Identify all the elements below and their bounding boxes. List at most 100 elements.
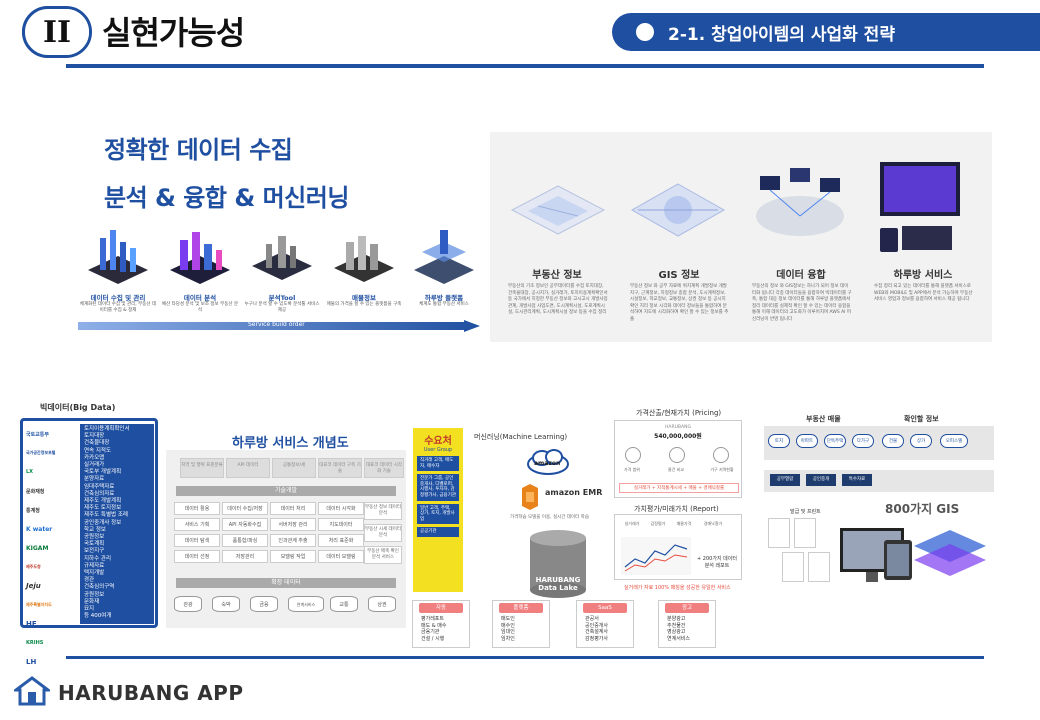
concept-cell: 지도데이터 <box>318 518 364 531</box>
report-text: + 200가지 데이터 분석 레포트 <box>697 556 737 569</box>
tag-item: 임대인 <box>501 629 515 635</box>
concept-column: 데이터 시각화 지도데이터 처리 표준화 데이터 모델링 <box>318 502 364 566</box>
tag-item: 매수인 <box>501 622 515 629</box>
data-lake-icon <box>530 530 586 598</box>
list-item: 임대주택자료 <box>84 483 115 490</box>
pricing-box: HARUBANG 540,000,000원 가격 범위 물건 비교 가구 지역현… <box>614 420 742 498</box>
card-title-fusion: 데이터 융합 <box>776 270 826 281</box>
property-type-pill: 다가구 <box>852 434 874 448</box>
tag-item: 건축설계사 <box>585 629 609 635</box>
gis-info-illustration <box>630 183 726 237</box>
property-type-pill: 아파트 <box>796 434 818 448</box>
icon-label: 가구 지역현황 <box>710 467 734 472</box>
tag-item: 영상광고 <box>667 629 686 635</box>
list-item: 국토계획 <box>84 541 105 548</box>
price-range-icon <box>625 447 641 463</box>
stage-2-desc: 예산 타당성 분석 및 보조 정보 부동산 분석 <box>161 302 239 313</box>
list-item: 공인중개사 정보 <box>84 519 122 526</box>
pricing-formula: 실거래가 + 지적통계시세 + 매물 + 경매낙찰률 <box>619 483 739 493</box>
list-item: 학교 정보 <box>84 526 106 533</box>
list-item: 카카오맵 <box>84 454 105 461</box>
list-item: 문화재 <box>84 598 100 605</box>
tag-item: 공인중개사 <box>585 622 609 629</box>
service-cards-panel: 부동산 정보 GIS 정보 데이터 융합 하루방 서비스 부동산의 기초 정보인… <box>490 132 992 342</box>
icon-label: 매물가격 <box>676 521 692 526</box>
concept-cell: 데이터 활용 <box>174 502 220 515</box>
data-fusion-illustration <box>756 168 844 236</box>
list-item: 공원정보 <box>84 591 105 598</box>
icon-label: 가격 범위 <box>624 467 640 472</box>
tag-item: 연계서비스 <box>667 635 691 642</box>
property-type-pill: 토지 <box>768 434 790 448</box>
logo-jeju: Jeju <box>26 582 41 590</box>
document-icon <box>808 552 830 582</box>
card-title-service: 하루방 서비스 <box>893 270 953 281</box>
concept-cell: 데이터 탐색 <box>174 534 220 547</box>
headline-analysis: 분석 & 융합 & 머신러닝 <box>104 184 349 212</box>
logo-krihs: KRIHS <box>26 640 44 646</box>
concept-top-box: 지역 및 행위 표준분류 <box>180 458 224 478</box>
db-cylinder: 금융 <box>250 596 278 612</box>
logo-lh: LH <box>26 658 37 666</box>
card-desc-fusion: 부동산의 정보 와 GIS정보는 하나가 되어 정보 데이터화 됩니다 각종 데… <box>752 284 852 322</box>
demand-subtitle: User Group <box>423 447 453 453</box>
list-item: 건축심의구역 <box>84 584 115 591</box>
stage-3-label: 분석Tool <box>268 294 296 302</box>
list-item: 실거래가 <box>84 462 105 469</box>
demand-block: 전문가 그룹, 공인중개사, 디벨로퍼, 시행사, 투자자, 감정평가사, 금융… <box>417 474 459 501</box>
stage-1-illustration <box>88 230 148 284</box>
concept-diagram: 지역 및 행위 표준분류 API 데이터 공통정보/세 대표코 데이터 구축 기… <box>166 450 406 628</box>
pipeline-arrow <box>78 320 480 332</box>
bigdata-source-list: 토지이용계획확인서 토지대장 건축물대장 연속 지적도 카카오맵 실거래가 국토… <box>80 424 154 624</box>
logo-jeju-gov: 제주도청 <box>26 564 41 569</box>
tag-item: 평가레포트 <box>421 616 445 622</box>
list-item: 건축심의자료 <box>84 490 115 497</box>
concept-side-box: 부동산 정보 데이터 분석 <box>364 502 402 520</box>
footer-brand: HARUBANG APP <box>58 681 244 705</box>
tag-head: SaaS <box>583 603 627 613</box>
emr-label: amazon EMR <box>545 488 603 497</box>
concept-cell: 품통합/파싱 <box>222 534 268 547</box>
record-tab: 특수자료 <box>842 474 872 486</box>
property-type-pill: 단독주택 <box>824 434 846 448</box>
db-cylinder: 숙박 <box>212 596 240 612</box>
concept-top-box: 대표코 데이터 구축 기술 <box>318 458 362 478</box>
tag-item: 건설 / 시행 <box>421 635 445 642</box>
concept-column: 데이터 수집/저장 API 자동화수집 품통합/파싱 저장관리 <box>222 502 268 566</box>
demand-block: 일반 고객, 주택, 상가, 토지, 개발사업 <box>417 503 459 525</box>
amazon-label: amazon <box>534 460 561 467</box>
concept-top-box: 공통정보/세 <box>272 458 316 478</box>
report-chart-icon <box>621 537 691 575</box>
logo-hf: HF <box>26 620 37 628</box>
db-cylinder: 교통 <box>330 596 358 612</box>
stage-2-label: 데이터 분석 <box>183 294 217 302</box>
stage-2-illustration <box>170 232 230 284</box>
list-item: 보전지구 <box>84 548 105 555</box>
db-cylinder: 연계서비스 <box>288 596 324 612</box>
concept-top-box: API 데이터 <box>226 458 270 478</box>
demand-column: 수요처 User Group 직거래 고객, 매도자, 매수자 전문가 그룹, … <box>413 428 463 592</box>
subsection-pill: 2-1. 창업아이템의 사업화 전략 <box>612 13 1040 51</box>
list-item: 제주도 개발계획 <box>84 498 122 505</box>
tag-item: 매도 & 매수 <box>421 622 447 629</box>
logo-jeju-province: 제주특별자치도 <box>26 602 52 607</box>
issue-print-caption: 발급 및 프린트 <box>790 509 821 515</box>
report-claim: 실거래가 자료 100% 매칭을 성공한 유일한 서비스 <box>624 585 731 591</box>
stage-3-desc: 누구나 분석 할 수 있도록 분석툴 서비스 제공 <box>244 302 320 313</box>
icon-label: 실거래가 <box>624 521 640 526</box>
card-desc-real-estate: 부동산의 기초 정보인 공부데이터를 수집 토지대장, 건축물대장, 공시지가,… <box>508 284 608 315</box>
report-caption: 가치평가/미래가치 (Report) <box>634 505 719 513</box>
bigdata-title: 빅데이터(Big Data) <box>40 403 116 412</box>
concept-title: 하루방 서비스 개념도 <box>232 436 349 451</box>
pipeline-arrow-label: Service build order <box>248 321 305 328</box>
demand-block: 직거래 고객, 매도자, 매수자 <box>417 456 459 472</box>
concept-cell: 인과관계 추출 <box>270 534 316 547</box>
subsection-title: 2-1. 창업아이템의 사업화 전략 <box>668 24 895 45</box>
logo-nsdi: 국가공간정보포털 <box>26 450 56 455</box>
confirm-caption: 확인할 정보 <box>904 415 939 423</box>
list-item: 연속 지적도 <box>84 447 112 454</box>
data-lake-label: HARUBANG Data Lake <box>535 576 581 592</box>
icon-label: 경매낙찰가 <box>703 521 723 526</box>
section-title: 실현가능성 <box>102 14 245 52</box>
logo-lx: LX <box>26 469 34 475</box>
